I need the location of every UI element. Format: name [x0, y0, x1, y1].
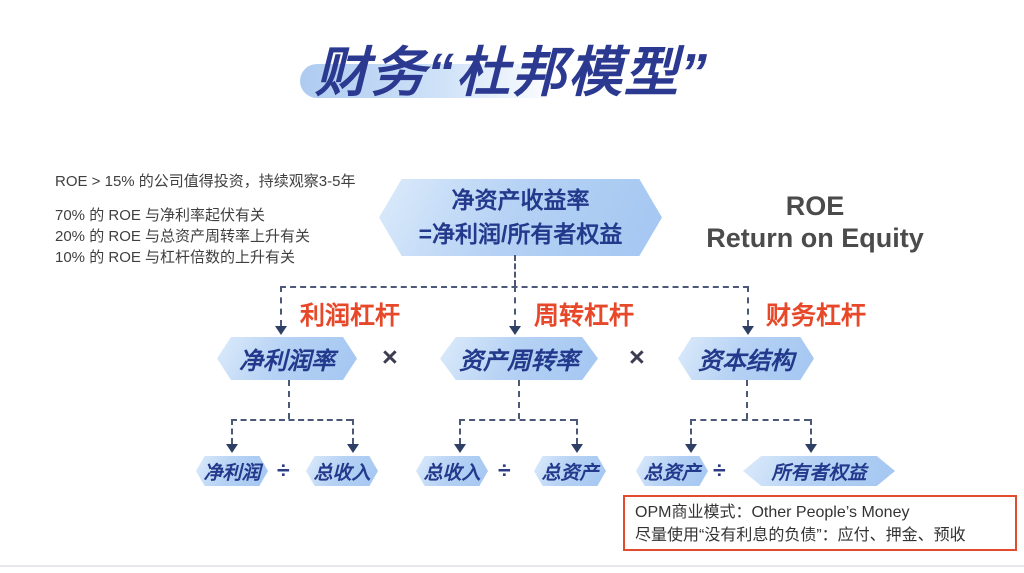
arrowhead-g3-right: [805, 444, 817, 453]
lever-label-profit: 利润杠杆: [300, 302, 401, 330]
note-leverage: 10% 的 ROE 与杠杆倍数的上升有关: [55, 249, 296, 266]
box-asset-turnover: 资产周转率: [440, 337, 598, 380]
multiply-sign-2: ×: [629, 342, 645, 372]
arrowhead-turnover-branch: [509, 326, 521, 335]
box-net-profit: 净利润: [196, 456, 268, 486]
roe-formula-box: 净资产收益率 =净利润/所有者权益: [379, 179, 662, 256]
arrowhead-g2-left: [454, 444, 466, 453]
connector-g1-stub: [288, 380, 290, 419]
arrowhead-g2-right: [571, 444, 583, 453]
connector-g1-left: [231, 419, 233, 444]
connector-g2-right: [576, 419, 578, 444]
roe-abbr: ROE: [785, 191, 845, 221]
arrowhead-g1-left: [226, 444, 238, 453]
connector-turnover-branch: [514, 286, 516, 326]
box-capital-structure: 资本结构: [678, 337, 814, 380]
bottom-separator: [0, 565, 1024, 567]
connector-g2-stub: [518, 380, 520, 419]
box-net-profit-margin: 净利润率: [217, 337, 357, 380]
divide-sign-2: ÷: [498, 457, 511, 483]
note-asset-turnover: 20% 的 ROE 与总资产周转率上升有关: [55, 228, 311, 245]
connector-g2-left: [459, 419, 461, 444]
connector-g3-horizontal: [690, 419, 810, 421]
box-owners-equity: 所有者权益: [743, 456, 895, 486]
connector-g3-right: [810, 419, 812, 444]
connector-g3-left: [690, 419, 692, 444]
roe-formula-equation: =净利润/所有者权益: [418, 220, 623, 247]
lever-label-turnover: 周转杠杆: [534, 302, 635, 330]
arrowhead-g3-left: [685, 444, 697, 453]
opm-note-line1: OPM商业模式：Other People’s Money: [635, 504, 910, 521]
roe-english-label: ROE Return on Equity: [665, 190, 965, 255]
note-roe-threshold: ROE > 15% 的公司值得投资，持续观察3-5年: [55, 173, 356, 190]
title-block: 财务“杜邦模型”: [0, 28, 1024, 108]
connector-financial-branch: [747, 286, 749, 326]
connector-g1-right: [352, 419, 354, 444]
divide-sign-1: ÷: [277, 457, 290, 483]
page-title: 财务“杜邦模型”: [315, 43, 709, 103]
connector-g3-stub: [746, 380, 748, 419]
arrowhead-profit-branch: [275, 326, 287, 335]
note-net-margin: 70% 的 ROE 与净利率起伏有关: [55, 207, 266, 224]
connector-root-stub: [514, 255, 516, 286]
investment-notes: ROE > 15% 的公司值得投资，持续观察3-5年 70% 的 ROE 与净利…: [55, 171, 355, 268]
arrowhead-g1-right: [347, 444, 359, 453]
roe-formula-title: 净资产收益率: [451, 187, 590, 214]
box-total-assets-2: 总资产: [636, 456, 708, 486]
opm-note-line2: 尽量使用“没有利息的负债”：应付、押金、预收: [635, 527, 966, 545]
title-highlight-pill: [300, 64, 558, 98]
divide-sign-3: ÷: [713, 457, 726, 483]
connector-profit-branch: [280, 286, 282, 326]
box-total-assets-1: 总资产: [534, 456, 606, 486]
connector-g1-horizontal: [231, 419, 352, 421]
roe-full-name: Return on Equity: [706, 223, 924, 254]
box-total-revenue-1: 总收入: [306, 456, 378, 486]
connector-g2-horizontal: [459, 419, 576, 421]
box-total-revenue-2: 总收入: [416, 456, 488, 486]
multiply-sign-1: ×: [382, 342, 398, 372]
lever-label-financial: 财务杠杆: [766, 302, 867, 330]
arrowhead-financial-branch: [742, 326, 754, 335]
opm-note-box: OPM商业模式：Other People’s Money 尽量使用“没有利息的负…: [623, 495, 1017, 551]
